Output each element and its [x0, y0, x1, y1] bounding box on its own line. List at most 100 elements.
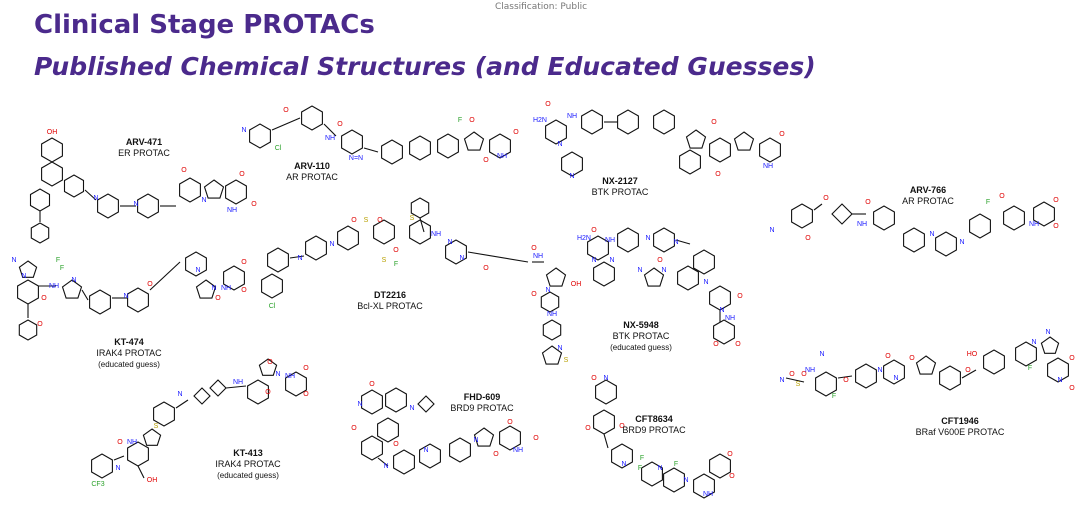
hexagon-ring — [373, 219, 395, 245]
sulfur-atom: S — [154, 423, 159, 430]
nitrogen-atom: N — [71, 277, 76, 284]
hexagon-ring — [759, 137, 781, 163]
hexagon-ring — [679, 149, 701, 175]
nitrogen-atom: N — [447, 239, 452, 246]
nitrogen-atom: N — [1031, 339, 1036, 346]
bond — [113, 455, 125, 461]
oxygen-atom: O — [801, 371, 807, 378]
hexagon-ring — [540, 291, 560, 313]
nitrile-atom: N — [769, 227, 774, 234]
compound-label-nx-5948: NX-5948 BTK PROTAC (educated guess) — [596, 320, 686, 353]
hexagon-ring — [337, 225, 359, 251]
halogen-atom: F — [986, 199, 990, 206]
nitrogen-atom: N — [673, 239, 678, 246]
oxygen-atom: O — [805, 235, 811, 242]
hexagon-ring — [709, 453, 731, 479]
hexagon-ring — [179, 177, 201, 203]
hexagon-ring — [89, 289, 111, 315]
hexagon-ring — [385, 387, 407, 413]
hexagon-ring — [437, 133, 459, 159]
nitrogen-atom: NH — [533, 253, 543, 260]
hexagon-ring — [653, 227, 675, 253]
nitrogen-atom: N — [177, 391, 182, 398]
hexagon-ring — [545, 119, 567, 145]
nitrogen-atom: N — [719, 307, 724, 314]
hexagon-ring — [341, 129, 363, 155]
compound-name: FHD-609 — [463, 392, 501, 402]
nitrogen-atom: N — [683, 477, 688, 484]
hexagon-ring — [285, 371, 307, 397]
hexagon-ring — [561, 151, 583, 177]
oxygen-atom: O — [377, 217, 383, 224]
nitrogen-atom: N=N — [349, 155, 363, 162]
hexagon-ring — [935, 231, 957, 257]
bond — [419, 217, 425, 233]
nitrogen-atom: NH — [763, 163, 773, 170]
compound-name: ARV-471 — [125, 137, 163, 147]
oxygen-atom: O — [241, 287, 247, 294]
sulfur-atom: S — [796, 381, 801, 388]
oxygen-atom: O — [843, 377, 849, 384]
oxygen-atom: O — [711, 119, 717, 126]
nitrogen-atom: N — [409, 405, 414, 412]
hexagon-ring — [361, 435, 383, 461]
compound-description: AR PROTAC — [902, 196, 954, 206]
compound-description: BTK PROTAC — [612, 331, 670, 341]
oxygen-atom: O — [591, 375, 597, 382]
oxygen-atom: O — [865, 199, 871, 206]
hexagon-ring — [393, 449, 415, 475]
hexagon-ring — [693, 249, 715, 275]
hexagon-ring — [983, 349, 1005, 375]
oxygen-atom: O — [181, 167, 187, 174]
halogen-atom: Cl — [275, 145, 282, 152]
nitrogen-atom: N — [21, 273, 26, 280]
nitrogen-atom: NH — [857, 221, 867, 228]
hexagon-ring — [1003, 205, 1025, 231]
nitrogen-atom: N — [133, 201, 138, 208]
bond — [837, 375, 853, 379]
hexagon-ring — [587, 235, 609, 261]
compound-label-nx-2127: NX-2127 BTK PROTAC — [580, 176, 660, 198]
page-title: Clinical Stage PROTACs — [34, 10, 375, 40]
halogen-atom: F — [674, 461, 678, 468]
hexagon-ring — [41, 137, 63, 163]
bond — [225, 385, 247, 389]
hexagon-ring — [693, 473, 715, 499]
halogen-atom: F — [56, 257, 60, 264]
hexagon-ring — [409, 219, 431, 245]
oxygen-atom: HO — [967, 351, 978, 358]
halogen-atom: Cl — [269, 303, 276, 310]
nitrogen-atom: NH — [325, 135, 335, 142]
halogen-atom: F — [640, 455, 644, 462]
nitrogen-atom: N — [329, 241, 334, 248]
oxygen-atom: O — [735, 341, 741, 348]
nitrogen-atom: N — [201, 197, 206, 204]
four-ring — [209, 379, 227, 397]
nitrogen-atom: NH — [703, 491, 713, 498]
nitrogen-atom: N — [459, 255, 464, 262]
halogen-atom: F — [394, 261, 398, 268]
nitrogen-atom: N — [959, 239, 964, 246]
hexagon-ring — [939, 365, 961, 391]
nitrogen-atom: NH — [285, 373, 295, 380]
sulfur-atom: S — [382, 257, 387, 264]
oxygen-atom: O — [885, 353, 891, 360]
nitrogen-atom: N — [383, 463, 388, 470]
hexagon-ring — [709, 137, 731, 163]
nitrogen-atom: H2N — [533, 117, 547, 124]
oxygen-atom: O — [351, 425, 357, 432]
hexagon-ring — [419, 443, 441, 469]
bond — [271, 117, 301, 131]
bond — [175, 399, 189, 409]
nitrogen-atom: N — [545, 287, 550, 294]
nitrogen-atom: N — [893, 375, 898, 382]
pentagon-ring — [203, 179, 225, 199]
halogen-atom: F — [1028, 365, 1032, 372]
hexagon-ring — [17, 279, 39, 305]
oxygen-atom: O — [393, 247, 399, 254]
